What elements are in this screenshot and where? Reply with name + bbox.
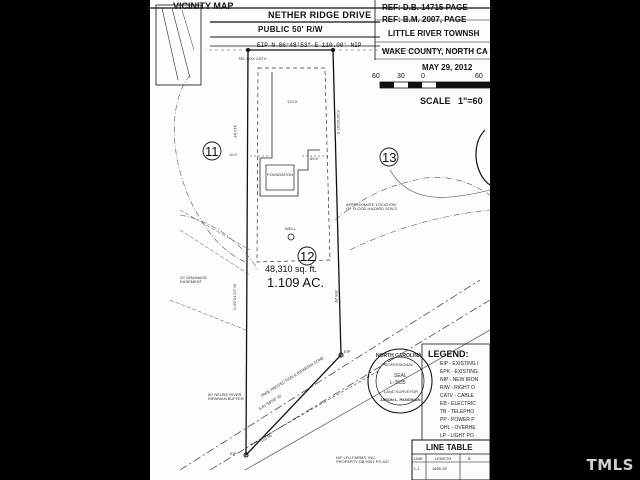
lot-11-circle (202, 141, 222, 161)
street-name: NETHER RIDGE DRIVE (268, 10, 372, 20)
ref-book-of-maps: REF: B.M. 2007, PAGE (382, 15, 467, 24)
right-line-bearing: S 00°00'00" E (336, 110, 341, 135)
lot-12-circle (297, 246, 317, 266)
legend-item: PP - POWER P (440, 417, 475, 423)
foundation-label: FOUNDATION (267, 172, 294, 177)
scale-label: SCALE 1"=60 (420, 96, 483, 106)
lot-12-boundary (245, 49, 342, 457)
surveyor-seal-inner (375, 356, 425, 406)
legend-item: CATV - CABLE (440, 393, 474, 399)
eip-right-label: EIP (344, 349, 351, 354)
dimension-right: 69.5' (310, 156, 319, 161)
survey-plat-sheet: VICINITY MAP NETHER RIDGE DRIVE PUBLIC 5… (150, 0, 490, 480)
line-table-box (411, 439, 490, 480)
right-of-way-label: PUBLIC 50' R/W (258, 25, 323, 34)
iron-pin (243, 452, 249, 458)
drainage-easement-label: 20' DRAINAGE EASEMENT (180, 275, 208, 284)
owner-note: N/F LFU FARMS, INC. PROPERTY DB 9351 PG … (336, 455, 390, 464)
iron-pin (331, 48, 335, 52)
setback-line (256, 67, 331, 263)
scale-tick-label: 30 (397, 73, 405, 80)
scale-tick-label: 60 (475, 73, 483, 80)
lot-11-number: 11 (205, 144, 219, 159)
legend-item: TB - TELEPHO (440, 409, 475, 415)
riparian-buffer-line-1 (179, 279, 481, 471)
lot-area-acres: 1.109 AC. (267, 275, 325, 290)
dimension-top: 123.0' (287, 99, 298, 104)
legend-item: OHL - OVERHE (440, 425, 476, 431)
legend-item: EB - ELECTRIC (440, 401, 476, 407)
top-line-bearing: EIP N 86°48'53" E 110.00' NIP (257, 42, 362, 49)
flood-hazard-line-left (173, 74, 246, 263)
scale-tick-label: 60 (372, 73, 380, 80)
dimension-left: 10.0' (229, 152, 238, 157)
tmls-watermark: TMLS (586, 456, 634, 474)
well-label: WELL (285, 226, 296, 231)
township-label: LITTLE RIVER TOWNSH (388, 29, 480, 38)
legend-item: EPK - EXISTING (440, 369, 478, 375)
well-symbol (287, 233, 295, 241)
lot-13-number: 13 (382, 150, 397, 165)
legend-item: EIP - EXISTING I (440, 361, 479, 367)
seal-state: NORTH CAROLINA (376, 353, 422, 359)
iron-pin (338, 352, 344, 358)
survey-date: MAY 29, 2012 (422, 63, 473, 72)
left-line-length: 412.64' (233, 125, 238, 138)
line-table-cell: 1655.19' (432, 466, 448, 471)
utility-note: TEL.BOX CATV (238, 56, 267, 61)
plat-drawing (150, 0, 490, 480)
seal-type: PROFESSIONAL (382, 362, 414, 367)
iron-pin (246, 48, 250, 52)
legend-item: R/W - RIGHT O (440, 385, 475, 391)
riparian-buffer-label: 50' NEUSE RIVER RIPARIAN BUFFER (208, 392, 244, 401)
legend-title: LEGEND: (428, 349, 469, 359)
left-line-bearing: N 00°01'20" W (232, 283, 237, 310)
foundation-outline (259, 72, 320, 197)
lot-13-circle (379, 147, 399, 167)
flood-hazard-line-right (334, 177, 490, 221)
legend-item: LP - LIGHT PO (440, 433, 474, 439)
surveyor-seal-outer (367, 348, 433, 414)
riparian-buffer-line-2 (209, 299, 490, 471)
vicinity-map-box (155, 4, 202, 86)
vicinity-map-label: VICINITY MAP (173, 1, 234, 11)
seal-label: SEAL (394, 373, 407, 379)
lot-area-sqft: 48,310 sq. ft. (265, 264, 318, 274)
seal-name: JASON L. PANOSIAN (380, 397, 421, 402)
seal-surveyor: LAND SURVEYOR (384, 389, 419, 394)
line-table-header: LINE (414, 456, 423, 461)
lot-12-number: 12 (300, 249, 315, 264)
legend-item: NIP - NEW IRON (440, 377, 479, 383)
seal-number: L-3535 (390, 380, 406, 386)
scale-tick-label: 0 (421, 73, 425, 80)
right-line-length: 396.26' (334, 290, 339, 303)
line-table-title: LINE TABLE (426, 443, 473, 452)
eip-left-label: EIP (230, 451, 237, 456)
ref-deed-book: REF: D.B. 14715 PAGE (382, 3, 468, 12)
county-label: WAKE COUNTY, NORTH CA (382, 47, 488, 56)
line-table-header: LENGTH (435, 456, 452, 461)
line-table-header: B (468, 456, 471, 461)
flood-hazard-label: APPROXIMATE LOCATION OF FLOOD HAZARD SOI… (346, 202, 397, 211)
line-table-cell: L-1 (414, 466, 420, 471)
